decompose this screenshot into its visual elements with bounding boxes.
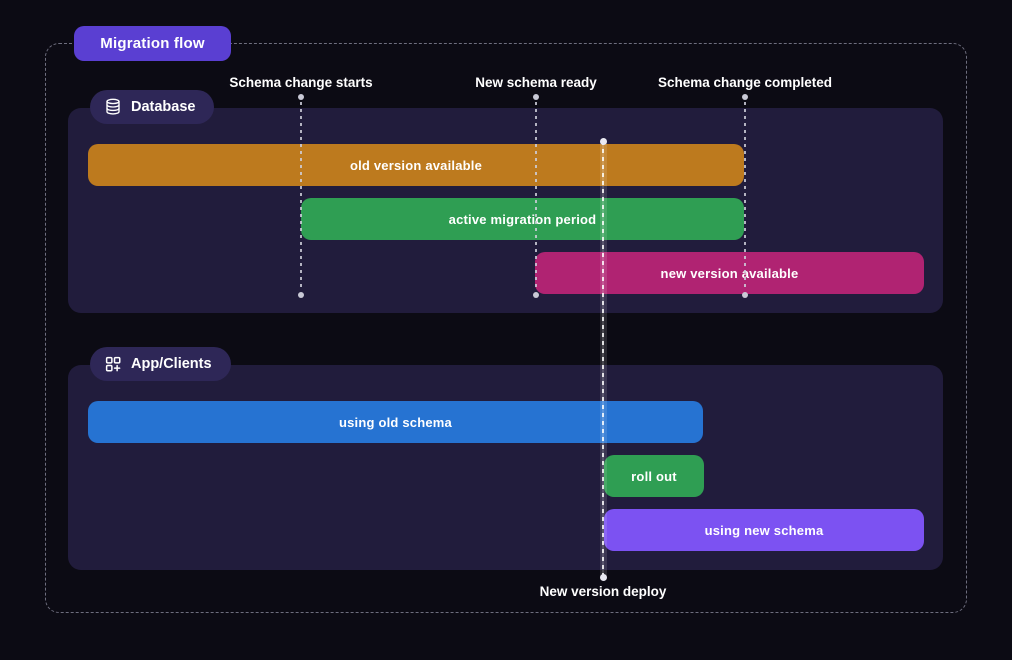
diagram-title: Migration flow bbox=[100, 35, 205, 52]
bar-using-old-schema: using old schema bbox=[88, 401, 703, 443]
lane-badge-label: Database bbox=[131, 99, 196, 115]
lane-app-clients: App/Clients using old schema roll out us… bbox=[68, 347, 943, 570]
bar-old-version-available: old version available bbox=[88, 144, 744, 186]
bar-active-migration-period: active migration period bbox=[301, 198, 744, 240]
marker-label: New schema ready bbox=[475, 75, 597, 90]
database-icon bbox=[104, 98, 122, 116]
marker-dot bbox=[533, 94, 539, 100]
marker-dot bbox=[533, 292, 539, 298]
marker-dot bbox=[742, 94, 748, 100]
bar-new-version-available: new version available bbox=[535, 252, 924, 294]
marker-dot bbox=[298, 94, 304, 100]
bar-roll-out: roll out bbox=[604, 455, 704, 497]
deploy-dot bbox=[599, 574, 607, 581]
apps-grid-icon bbox=[104, 355, 122, 373]
marker-dot bbox=[742, 292, 748, 298]
marker-dot bbox=[298, 292, 304, 298]
deploy-dot bbox=[599, 138, 607, 145]
marker-dashed-line bbox=[744, 102, 746, 290]
marker-label: Schema change starts bbox=[229, 75, 373, 90]
diagram-frame bbox=[45, 43, 967, 613]
marker-dashed-line bbox=[300, 102, 302, 290]
lane-database: Database old version available active mi… bbox=[68, 90, 943, 313]
bar-using-new-schema: using new schema bbox=[604, 509, 924, 551]
marker-label: New version deploy bbox=[539, 584, 667, 599]
deploy-dashed-line bbox=[602, 141, 604, 578]
lane-badge-database: Database bbox=[90, 90, 215, 124]
diagram-title-badge: Migration flow bbox=[74, 26, 231, 61]
lane-badge-app-clients: App/Clients bbox=[90, 347, 231, 381]
marker-dashed-line bbox=[535, 102, 537, 290]
marker-label: Schema change completed bbox=[657, 75, 833, 90]
lane-badge-label: App/Clients bbox=[131, 356, 212, 372]
